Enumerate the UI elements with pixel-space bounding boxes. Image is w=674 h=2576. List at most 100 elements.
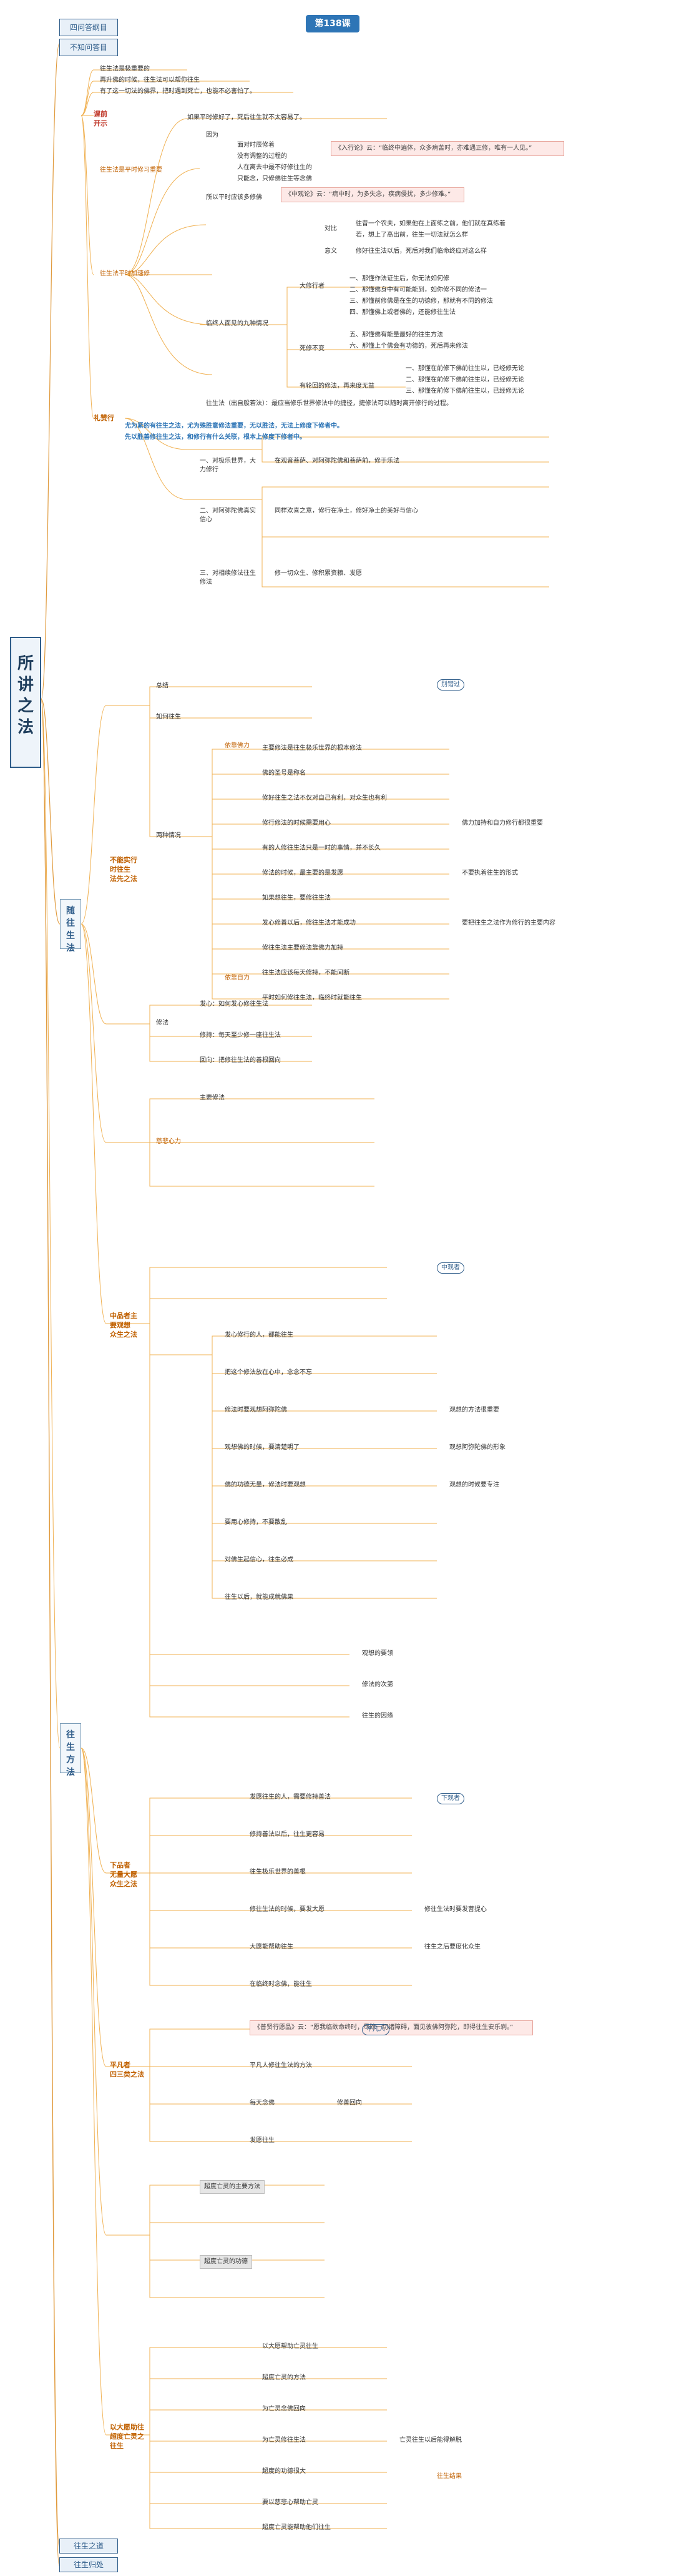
- nav-item-path[interactable]: 往生之道: [59, 2539, 118, 2554]
- prayer-label: 一、对极乐世界，大力修行: [200, 458, 256, 473]
- b3-item: 在临终时念佛，能往生: [250, 1981, 312, 1988]
- b1-item: 修法的时候，最主要的是发愿: [262, 870, 343, 877]
- prayer-text: 在观音菩萨、对阿弥陀佛和菩萨前，修于乐法: [275, 458, 399, 465]
- nav-item-unknown[interactable]: 不知问答目: [59, 39, 118, 56]
- b4-item: 每天念佛: [250, 2100, 275, 2107]
- tag: 下观者: [437, 1793, 464, 1804]
- section-label: 随往生法: [66, 906, 75, 953]
- b1-tail: 回向：把修往生法的善根回向: [200, 1057, 281, 1064]
- branch-b1: 不能实行 时往生 法先之法: [110, 856, 137, 883]
- why-label: 因为: [206, 132, 218, 139]
- reason: 只能念，只修佛往生等念佛: [237, 175, 312, 182]
- key-line: 先以胜善修往生之法，和修行有什么关联，根本上修度下修者中。: [125, 434, 306, 441]
- b1-side: 要把往生之法作为修行的主要内容: [462, 920, 555, 927]
- phrase: 往生结果: [437, 2473, 462, 2480]
- people-item: 六、那懂上个佛会有功德的，死后再来修法: [349, 343, 468, 350]
- section-label: 往生方法: [66, 1730, 75, 1777]
- b2-item: 要用心修持，不要散乱: [225, 1519, 287, 1526]
- b2-item: 往生以后，就能成就佛果: [225, 1594, 293, 1601]
- grey-box: 超度亡灵的功德: [200, 2255, 252, 2269]
- group-label: 总结: [156, 682, 168, 689]
- b1-item: 往生法应该每天修持，不能间断: [262, 970, 349, 976]
- intro-item: 如果平时修好了，死后往生就不太容易了。: [187, 114, 306, 121]
- b1-item: 有的人修往生法只是一时的事情，并不长久: [262, 845, 381, 852]
- people-item: 五、那懂佛有能量最好的往生方法: [349, 332, 443, 338]
- quote-box: 《中观论》云：“病中时，为多失念，疾病侵扰，多少修难。”: [281, 187, 464, 202]
- lesson-title-badge: 第138课: [306, 15, 359, 32]
- b3-side: 往生之后要度化众生: [424, 1944, 481, 1950]
- people-item: 一、那懂作法证生后，你无法如何修: [349, 275, 449, 282]
- b4-item: 发愿往生: [250, 2137, 275, 2144]
- section-main-practice: 随往生法: [60, 899, 81, 953]
- b2-callout: 修法的次第: [362, 1681, 393, 1688]
- branch-intro: 课前 开示: [94, 110, 107, 127]
- branch-b2: 中品者主 要观想 众生之法: [110, 1312, 137, 1339]
- compare-item: 若，想上了高出前，往生一切法就怎么样: [356, 232, 468, 238]
- meaning-label: 意义: [325, 248, 337, 255]
- phrase: 依靠佛力: [225, 742, 250, 749]
- phrase: 依靠自力: [225, 975, 250, 981]
- b1-item: 发心修善以后，修往生法才能成功: [262, 920, 356, 927]
- story-title: 所以平时应该多修佛: [206, 194, 262, 201]
- tag: 别错过: [437, 679, 464, 691]
- prayer-label: 二、对阿弥陀佛真实信心: [200, 508, 256, 523]
- b5-item: 超度的功德很大: [262, 2468, 306, 2475]
- people-item: 一、那懂在前修下佛前往生以，已经修无论: [406, 365, 524, 372]
- reason: 面对时辰修着: [237, 142, 275, 149]
- compare-item: 往昔一个农夫，如果他在上面练之前，他们就在真练着: [356, 220, 506, 227]
- b1-item: 修往生法主要修法靠佛力加持: [262, 945, 343, 951]
- b5-item: 为亡灵修往生法: [262, 2437, 306, 2444]
- b5-item: 亡灵往生以后能得解脱: [399, 2437, 462, 2444]
- b3-item: 修持善法以后，往生更容易: [250, 1831, 325, 1838]
- b2-side: 观想阿弥陀佛的形象: [449, 1444, 506, 1451]
- b1-item: 平时如何修往生法，临终时就能往生: [262, 995, 362, 1001]
- nav-item-destination[interactable]: 往生归处: [59, 2557, 118, 2572]
- nav-item-outline[interactable]: 四问答纲目: [59, 19, 118, 36]
- b3-item: 大愿能帮助往生: [250, 1944, 293, 1950]
- b5-item: 超度亡灵能帮助他们往生: [262, 2524, 331, 2531]
- intro-item: 再升佛的时候，往生法可以帮你往生: [100, 77, 200, 84]
- tag: 平凡人: [362, 2024, 389, 2035]
- b1-item: 修好往生之法不仅对自己有利，对众生也有利: [262, 795, 387, 802]
- meaning-item: 修好往生法以后，死后对我们临命终应对这么样: [356, 248, 487, 255]
- key-line: 尤为紧的有往生之法，尤为殊胜意修法重要，无以胜法，无法上修度下修者中。: [125, 423, 343, 430]
- b5-item: 为亡灵念佛回向: [262, 2406, 306, 2412]
- intro-item: 往生法是极重要的: [100, 66, 150, 72]
- b2-item: 修法时要观想阿弥陀佛: [225, 1407, 287, 1413]
- intro-label: 往生法是平时修习重要: [100, 167, 162, 174]
- b2-item: 佛的功德无量，修法时要观想: [225, 1482, 306, 1488]
- people-item: 三、那懂前修佛是在生的功德修，那就有不同的修法: [349, 298, 493, 305]
- b5-item: 以大愿帮助亡灵往生: [262, 2343, 318, 2350]
- people-item: 三、那懂在前修下佛前往生以，已经修无论: [406, 388, 524, 395]
- prayer-text: 修一切众生、修积累资粮、发愿: [275, 570, 362, 577]
- reason: 没有调整的过程的: [237, 153, 287, 160]
- b1-side: 佛力加持和自力修行都很重要: [462, 820, 543, 827]
- people-group: 有轮回的修法，再来度无益: [300, 383, 374, 390]
- b2-side: 观想的时候要专注: [449, 1482, 499, 1488]
- b3-item: 往生极乐世界的善根: [250, 1869, 306, 1875]
- b1-side: 不要执着往生的形式: [462, 870, 518, 877]
- people-footnote: 往生法（出自般若法）：最应当修乐世界修法中的捷径，捷修法可以随时离开修行的过程。: [206, 400, 452, 407]
- people-item: 四、那懂佛上或者佛的，还能修往生法: [349, 309, 456, 316]
- quote-box: 《普贤行愿品》云：“愿我临欲命终时，尽除一切诸障碍，面见彼佛阿弥陀，即得往生安乐…: [250, 2020, 533, 2035]
- root-node: 所讲之法: [10, 637, 41, 768]
- group-label: 如何往生: [156, 714, 181, 720]
- b3-item: 修往生法的时候，要发大愿: [250, 1906, 325, 1913]
- reason: 人在离去中最不好修往生的: [237, 164, 312, 171]
- quote-box: 《入行论》云：“临终中遍体，众多病苦时，亦难遇正修，唯有一人见。”: [331, 141, 564, 156]
- people-item: 二、那懂佛身中有可能能到，如你修不同的修法一: [349, 287, 487, 293]
- group-label: 两种情况: [156, 832, 181, 839]
- b2-item: 发心修行的人，都能往生: [225, 1332, 293, 1339]
- tag: 中观者: [437, 1262, 464, 1274]
- b1-tail: 发心：如何发心修往生法: [200, 1001, 268, 1008]
- branch-b4: 平凡者 四三类之法: [110, 2061, 144, 2078]
- b2-item: 把这个修法放在心中，念念不忘: [225, 1369, 312, 1376]
- people-item: 二、那懂在前修下佛前往生以，已经修无论: [406, 376, 524, 383]
- phrase: 慈悲心力: [156, 1138, 181, 1145]
- b2-callout: 观想的要领: [362, 1650, 393, 1657]
- grey-box: 超度亡灵的主要方法: [200, 2180, 265, 2194]
- b3-side: 修往生法时要发菩提心: [424, 1906, 487, 1913]
- highlight: 主要修法: [200, 1094, 225, 1101]
- intro-item: 有了这一切法的佛界，把时遇到死亡，也能不必害怕了。: [100, 88, 256, 95]
